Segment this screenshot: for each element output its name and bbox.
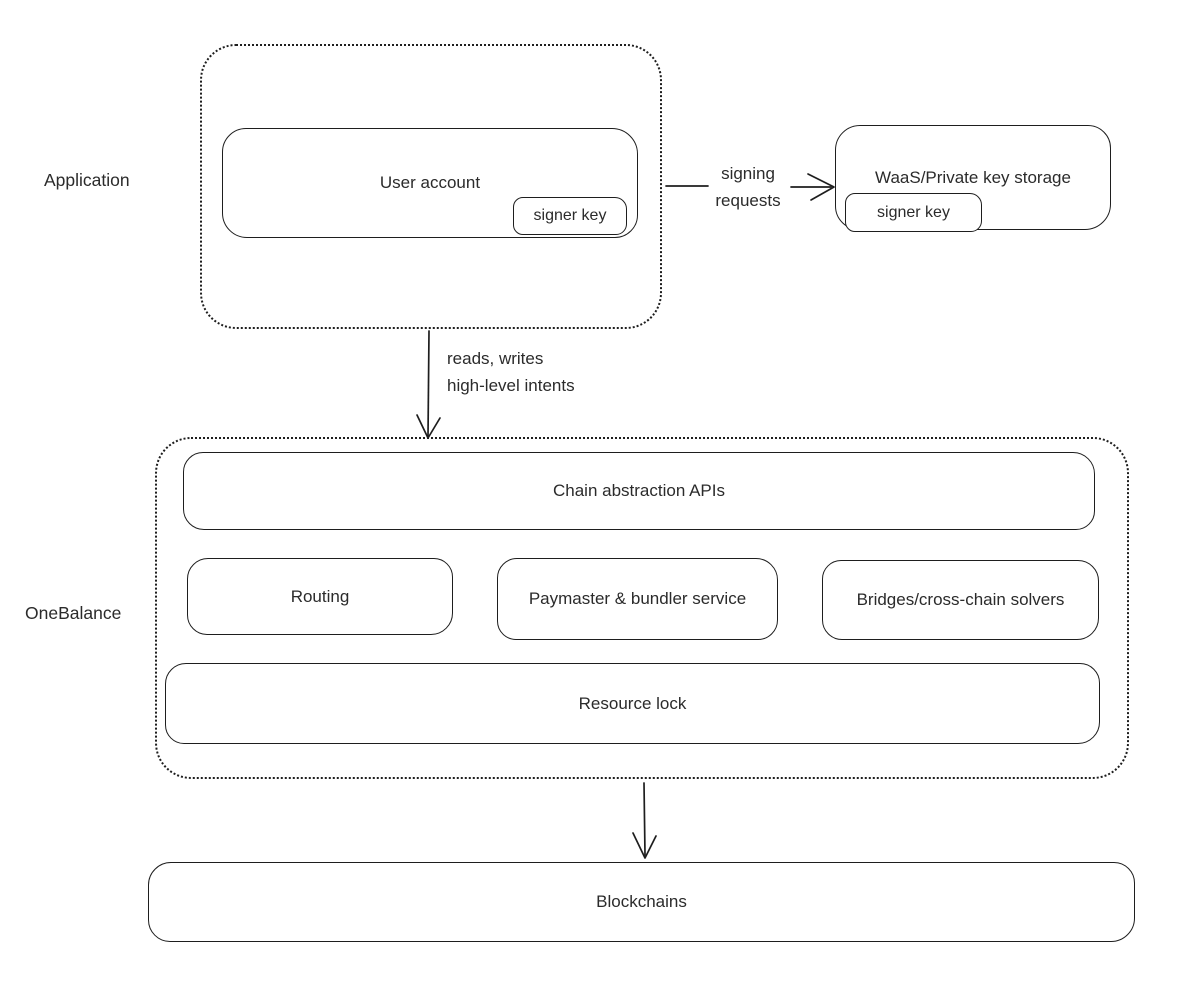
reads-writes-line2: high-level intents	[447, 376, 575, 395]
resource-lock-node: Resource lock	[165, 663, 1100, 744]
application-to-onebalance-arrow	[416, 330, 441, 439]
user-account-signer-key-node: signer key	[513, 197, 627, 235]
user-account-signer-key-label: signer key	[533, 207, 607, 224]
blockchains-node: Blockchains	[148, 862, 1135, 942]
routing-node: Routing	[187, 558, 453, 635]
onebalance-group-container	[155, 437, 1129, 779]
application-group-container	[200, 44, 662, 329]
signing-requests-line1: signing	[721, 164, 775, 183]
signing-requests-label: signing requests	[704, 160, 792, 214]
application-group-label: Application	[44, 170, 130, 190]
reads-writes-line1: reads, writes	[447, 349, 544, 368]
resource-lock-label: Resource lock	[578, 693, 687, 713]
chain-abstraction-apis-node: Chain abstraction APIs	[183, 452, 1095, 530]
routing-label: Routing	[290, 586, 350, 606]
user-account-label: User account	[379, 173, 481, 192]
paymaster-bundler-node: Paymaster & bundler service	[497, 558, 778, 640]
signing-requests-line2: requests	[715, 191, 781, 210]
bridges-solvers-node: Bridges/cross-chain solvers	[822, 560, 1099, 640]
chain-abstraction-apis-label: Chain abstraction APIs	[553, 481, 725, 500]
paymaster-bundler-label: Paymaster & bundler service	[528, 589, 747, 608]
waas-node: WaaS/Private key storage signer key	[835, 125, 1111, 232]
onebalance-group-label: OneBalance	[25, 603, 122, 623]
waas-signer-key-label: signer key	[877, 203, 950, 221]
onebalance-to-blockchains-arrow	[632, 782, 657, 859]
blockchains-label: Blockchains	[596, 892, 687, 911]
waas-label: WaaS/Private key storage	[875, 167, 1071, 187]
waas-signer-key-node: signer key	[845, 193, 982, 232]
reads-writes-label: reads, writes high-level intents	[447, 345, 575, 399]
bridges-solvers-label: Bridges/cross-chain solvers	[856, 590, 1065, 609]
user-account-node: User account signer key	[222, 128, 638, 238]
signing-requests-arrow	[665, 173, 835, 201]
